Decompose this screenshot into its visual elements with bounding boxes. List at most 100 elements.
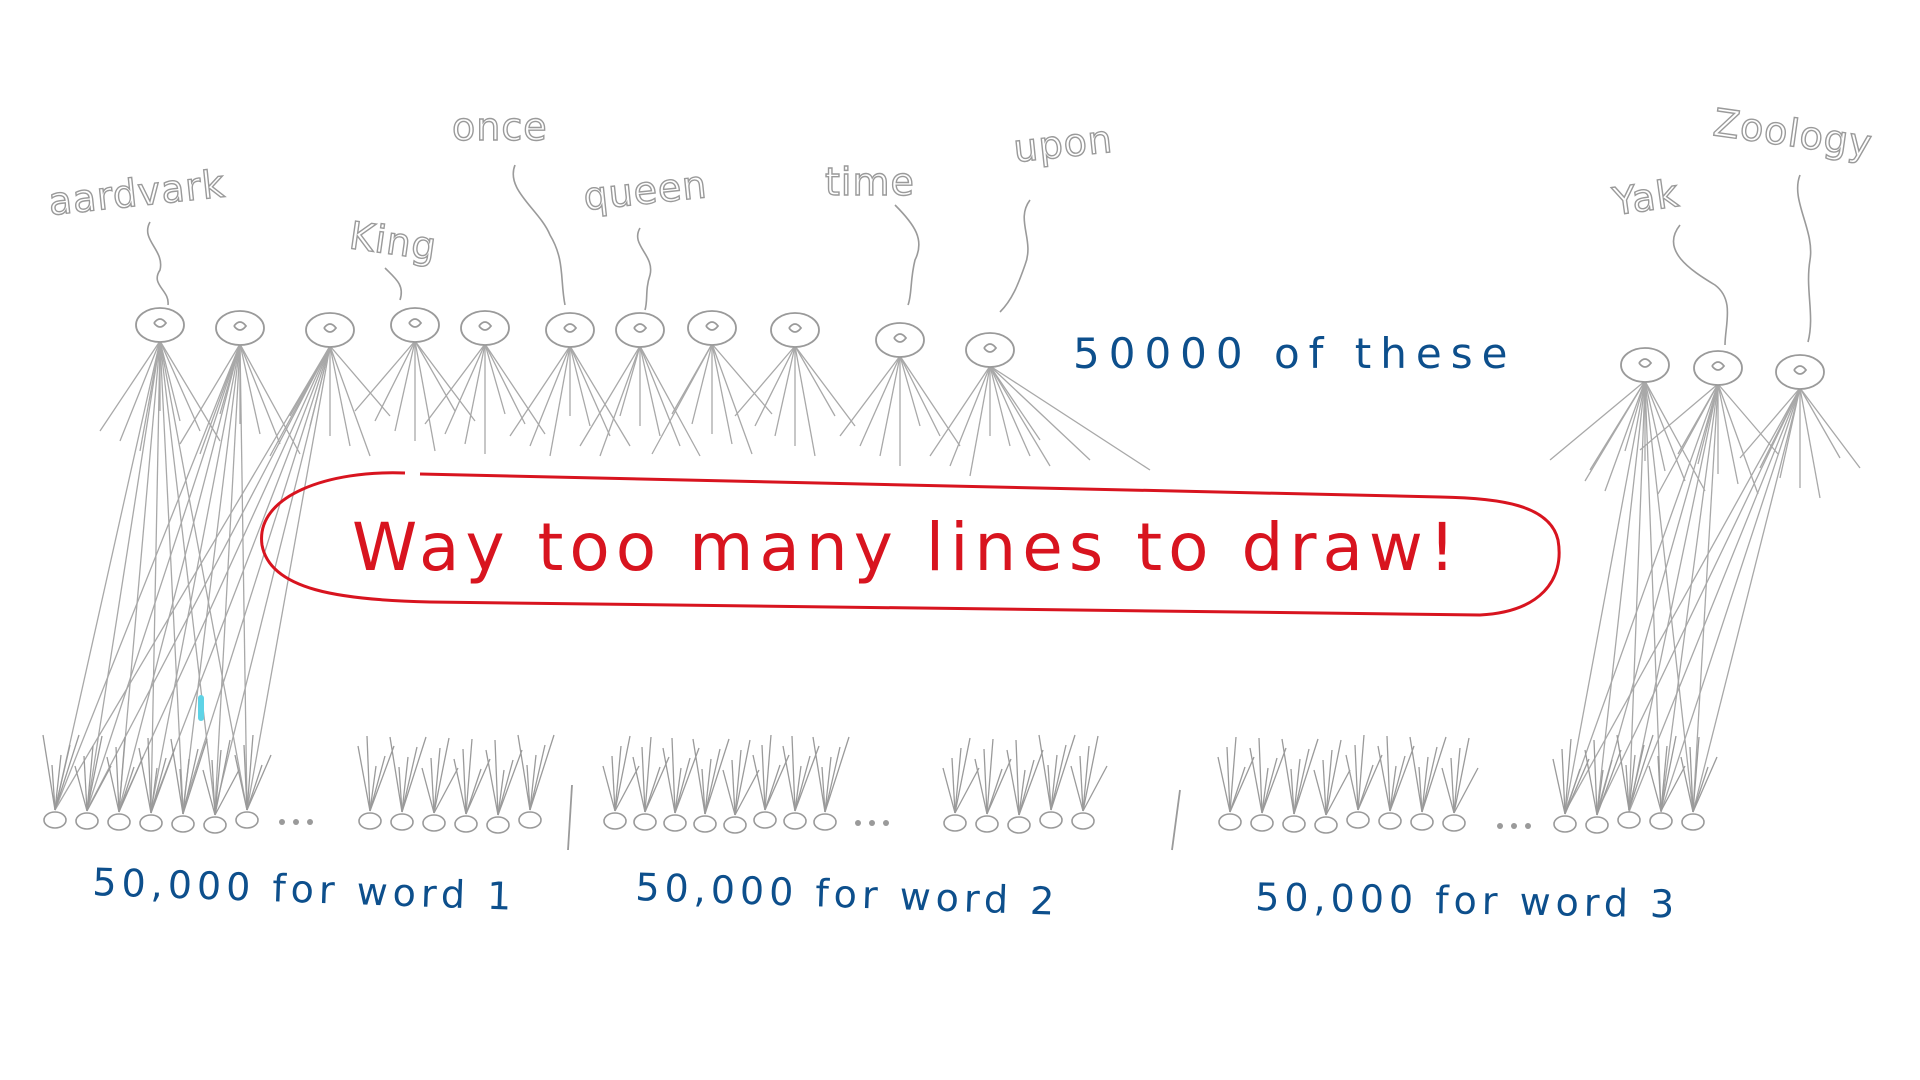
input-nodes <box>135 307 1825 390</box>
output-node <box>203 816 227 834</box>
node-stroke <box>465 758 491 815</box>
node-curl <box>563 323 578 333</box>
node-stroke <box>147 737 152 814</box>
leader-king <box>384 267 403 301</box>
node-stroke <box>986 758 1012 815</box>
connection-line <box>1628 387 1801 813</box>
node-stroke <box>704 758 712 815</box>
node-stroke <box>614 735 631 812</box>
node-stroke <box>674 757 691 814</box>
node-splay-stroke <box>394 340 416 432</box>
node-stroke <box>1660 765 1686 812</box>
divider-2 <box>1171 789 1181 851</box>
node-stroke <box>497 759 514 816</box>
node-curl <box>705 321 720 331</box>
output-node <box>171 815 195 833</box>
node-stroke <box>1261 757 1278 814</box>
node-stroke <box>401 746 418 813</box>
node-splay-stroke <box>899 355 921 427</box>
node-stroke <box>179 768 184 815</box>
node-splay-stroke <box>754 345 796 427</box>
word-label-once: once <box>452 105 548 149</box>
node-stroke <box>614 765 640 812</box>
node-stroke <box>752 754 766 811</box>
node-stroke <box>1354 744 1359 811</box>
node-stroke <box>83 755 88 812</box>
node-stroke <box>430 757 435 814</box>
input-node <box>215 310 265 346</box>
node-stroke <box>74 765 88 812</box>
node-stroke <box>662 747 676 814</box>
node-stroke <box>1293 738 1319 815</box>
connection-line <box>150 343 241 811</box>
node-stroke <box>954 747 962 814</box>
node-stroke <box>529 754 537 811</box>
leader-zoology <box>1796 174 1812 343</box>
node-splay-stroke <box>599 345 641 457</box>
node-stroke <box>644 736 652 813</box>
output-node <box>693 815 717 833</box>
node-curl <box>153 318 168 328</box>
node-curl <box>1638 358 1653 368</box>
input-node <box>1620 347 1670 383</box>
node-stroke <box>485 749 499 816</box>
ellipsis-dots <box>279 819 1531 829</box>
node-stroke <box>1226 746 1231 813</box>
node-stroke <box>1357 754 1383 811</box>
node-stroke <box>211 759 216 816</box>
node-splay-stroke <box>239 343 281 445</box>
node-splay-stroke <box>289 345 331 417</box>
word-label-yak: Yak <box>1609 171 1682 224</box>
ellipsis-dot <box>869 820 875 826</box>
node-stroke <box>182 738 208 815</box>
node-splay-stroke <box>1644 380 1686 482</box>
node-stroke <box>1692 756 1718 813</box>
node-stroke <box>214 769 240 816</box>
output-node <box>390 813 414 831</box>
node-stroke <box>674 767 682 814</box>
node-splay-stroke <box>989 365 1011 447</box>
node-splay-stroke <box>354 340 416 412</box>
node-stroke <box>641 746 646 813</box>
node-splay-stroke <box>569 345 631 447</box>
node-stroke <box>632 756 646 813</box>
node-stroke <box>764 764 781 811</box>
node-splay-stroke <box>899 355 961 447</box>
node-stroke <box>465 768 482 815</box>
node-stroke <box>1047 764 1052 811</box>
node-splay-stroke <box>424 343 486 425</box>
node-stroke <box>974 758 988 815</box>
node-stroke <box>369 755 386 812</box>
connection-line <box>1628 383 1719 813</box>
word-labels: aardvark King once queen time upon Yak Z… <box>46 100 1876 270</box>
node-stroke <box>182 758 190 815</box>
node-splay-stroke <box>794 345 856 427</box>
node-stroke <box>369 765 377 812</box>
connection-line <box>989 365 1151 471</box>
node-stroke <box>692 738 706 815</box>
node-curl <box>788 323 803 333</box>
node-stroke <box>983 748 988 815</box>
node-splay-stroke <box>464 343 486 445</box>
node-stroke <box>150 767 158 814</box>
output-node <box>139 814 163 832</box>
bottom-label-word-1: 50,000 for word 1 <box>92 860 517 919</box>
output-node <box>1346 811 1370 829</box>
output-nodes <box>43 811 1705 834</box>
group-dividers <box>567 784 1181 851</box>
word-label-queen: queen <box>581 162 709 219</box>
output-node <box>753 811 777 829</box>
output-node <box>107 813 131 831</box>
node-splay-stroke <box>484 343 546 435</box>
node-stroke <box>824 756 832 813</box>
output-node <box>1617 811 1641 829</box>
connection-line <box>1639 383 1719 451</box>
node-splay-stroke <box>414 340 456 412</box>
leader-aardvark <box>147 221 169 306</box>
node-stroke <box>1418 766 1423 813</box>
node-stroke <box>462 748 467 815</box>
node-stroke <box>150 757 167 814</box>
node-stroke <box>1357 734 1365 811</box>
output-node <box>518 811 542 829</box>
